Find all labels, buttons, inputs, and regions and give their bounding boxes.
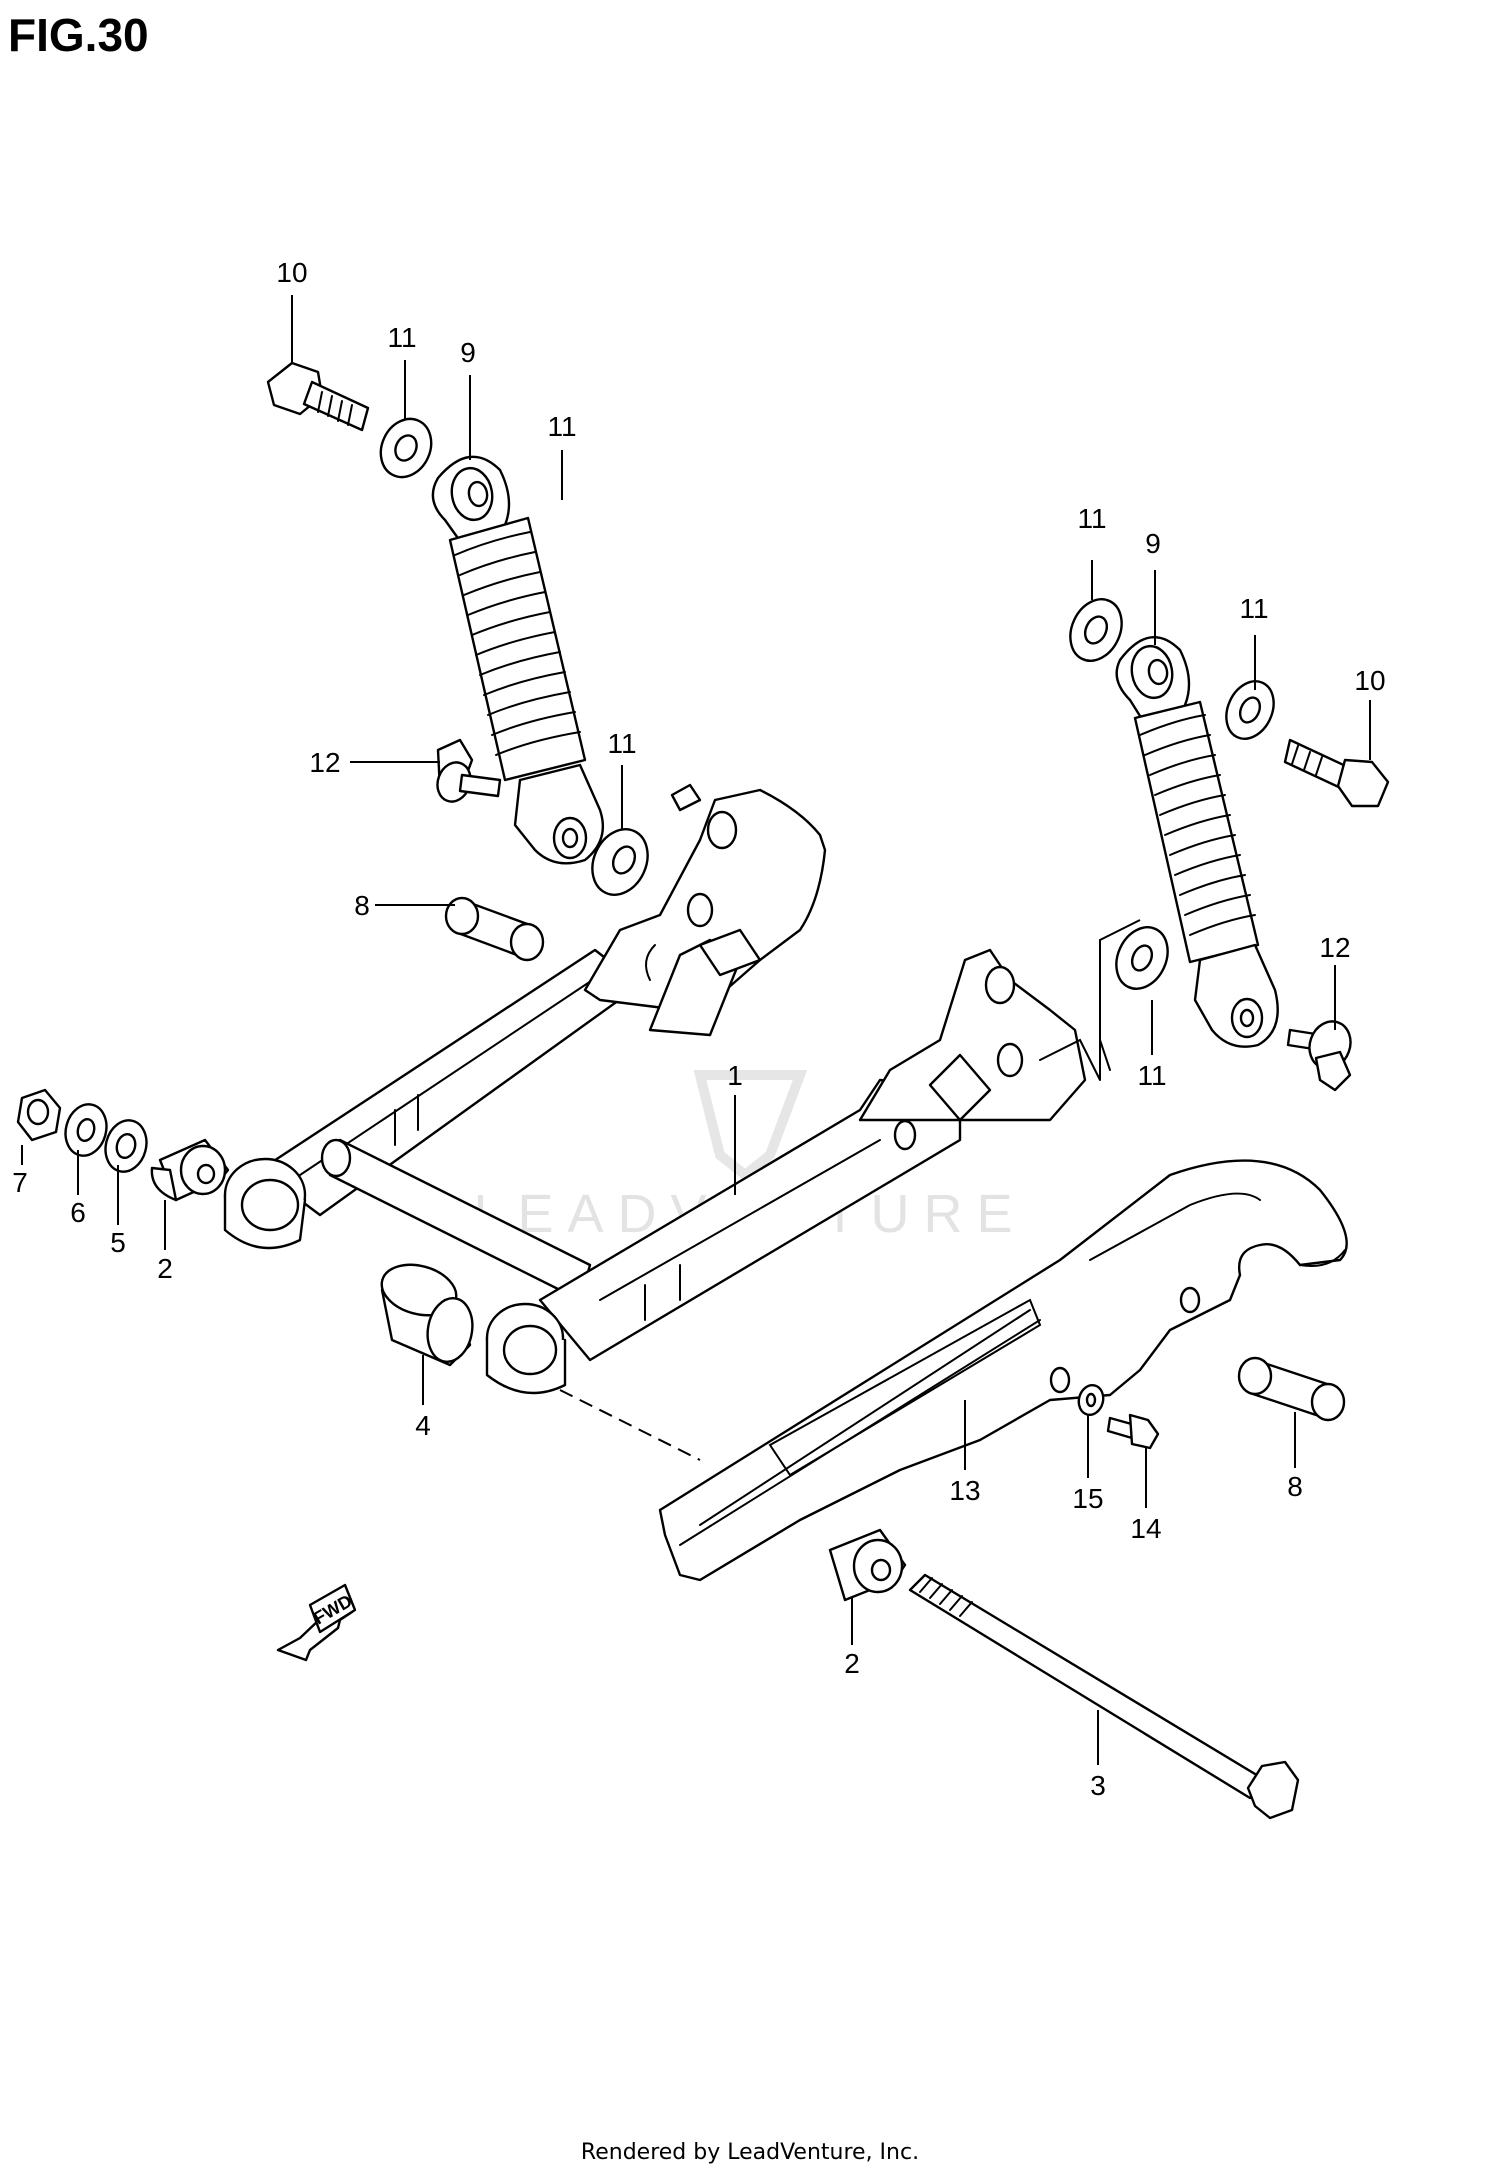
washer-6 <box>64 1103 108 1157</box>
fwd-direction-marker: FWD <box>276 1583 357 1662</box>
callout-1: 1 <box>727 1060 743 1091</box>
bolt-12-left <box>436 738 502 803</box>
callout-4: 4 <box>415 1410 431 1441</box>
spacer-8-right <box>1237 1356 1346 1422</box>
callout-12: 12 <box>1319 932 1350 963</box>
callout-11: 11 <box>1239 593 1268 624</box>
bolt-left <box>266 361 370 432</box>
right-shock-absorber <box>1069 598 1390 1092</box>
callout-11: 11 <box>1137 1060 1166 1091</box>
callout-7: 7 <box>12 1167 28 1198</box>
bushing-2-left <box>150 1138 230 1202</box>
callout-9: 9 <box>1145 528 1161 559</box>
callout-9: 9 <box>460 337 476 368</box>
callout-2: 2 <box>157 1253 173 1284</box>
bolt-right <box>1283 738 1390 808</box>
leader-lines <box>21 295 1371 1765</box>
figure-title: FIG.30 <box>8 9 149 61</box>
callout-2: 2 <box>844 1648 860 1679</box>
callout-5: 5 <box>110 1227 126 1258</box>
callout-8: 8 <box>1287 1471 1303 1502</box>
callout-numbers: 10 11 9 11 11 9 11 10 12 11 8 12 11 1 7 … <box>12 257 1385 1801</box>
callout-8: 8 <box>354 890 370 921</box>
washer-5 <box>104 1119 148 1173</box>
callout-12: 12 <box>309 747 340 778</box>
spring-coils-right <box>1139 714 1256 936</box>
spacer-4 <box>380 1263 474 1367</box>
chain-case <box>658 1159 1348 1582</box>
callout-3: 3 <box>1090 1770 1106 1801</box>
footer-credit: Rendered by LeadVenture, Inc. <box>580 2140 920 2165</box>
axle-bolt-3 <box>908 1573 1300 1820</box>
swingarm <box>223 783 1111 1395</box>
spring-coils-left <box>454 531 581 756</box>
callout-11: 11 <box>1077 503 1106 534</box>
bushing-2-right <box>828 1528 907 1602</box>
callout-6: 6 <box>70 1197 86 1228</box>
callout-11: 11 <box>547 411 576 442</box>
callout-15: 15 <box>1072 1483 1103 1514</box>
callout-10: 10 <box>1354 665 1385 696</box>
callout-11: 11 <box>607 728 636 759</box>
callout-13: 13 <box>949 1475 980 1506</box>
washer-left-upper <box>379 417 433 479</box>
callout-10: 10 <box>276 257 307 288</box>
callout-11: 11 <box>387 322 416 353</box>
bolt-12-right <box>1286 1020 1352 1092</box>
nut-7 <box>16 1088 62 1142</box>
washer-15 <box>1077 1383 1105 1417</box>
spacer-8-left <box>444 896 545 962</box>
callout-14: 14 <box>1130 1513 1161 1544</box>
bolt-14 <box>1106 1413 1160 1450</box>
left-shock-absorber <box>266 361 649 896</box>
